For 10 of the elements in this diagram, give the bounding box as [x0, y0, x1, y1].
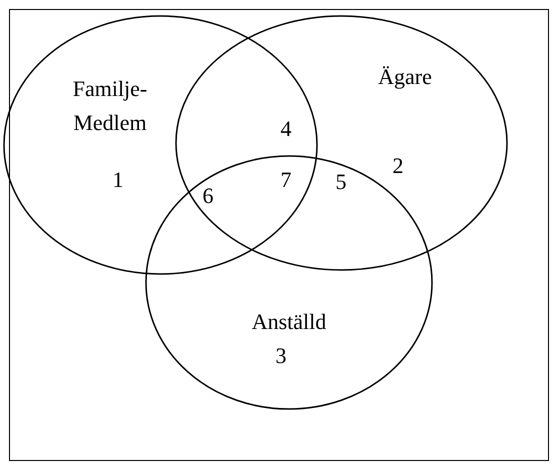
- region-number: 7: [280, 169, 292, 191]
- region-number: 1: [112, 169, 124, 191]
- set-label: Anställd: [250, 308, 328, 336]
- set-label: Familje- Medlem: [72, 75, 148, 137]
- region-number: 4: [280, 118, 292, 140]
- region-number: 5: [336, 171, 346, 193]
- region-number: 2: [392, 155, 404, 177]
- region-number: 6: [202, 185, 214, 207]
- region-number: 3: [276, 345, 286, 367]
- set-label: Ägare: [377, 63, 433, 91]
